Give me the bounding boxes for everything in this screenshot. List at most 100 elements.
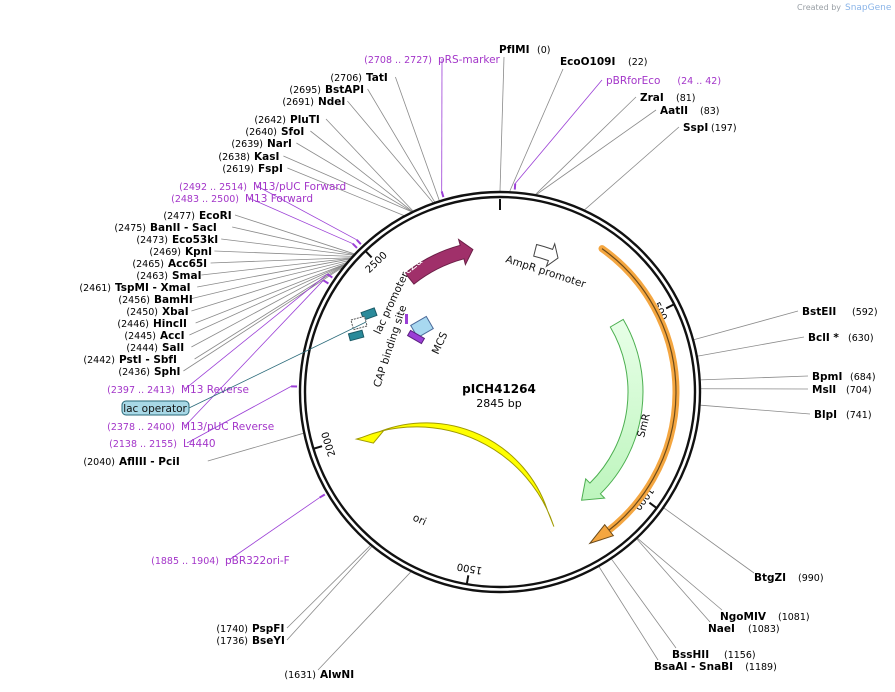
enzyme-name[interactable]: BpmI	[812, 371, 842, 383]
enzyme-name[interactable]: SmaI	[172, 270, 202, 282]
primer-name[interactable]: M13/pUC Reverse	[181, 421, 274, 433]
primer-name[interactable]: M13/pUC Forward	[253, 181, 346, 193]
cap-site-box[interactable]	[347, 329, 365, 342]
enzyme-name[interactable]: SphI	[154, 366, 180, 378]
enzyme-name[interactable]: BanII - SacI	[150, 222, 217, 234]
enzyme-position: (2638)	[218, 152, 250, 163]
primer-name[interactable]: pBRforEco	[606, 75, 660, 87]
enzyme-leader	[598, 566, 659, 661]
enzyme-position: (2691)	[282, 97, 314, 108]
enzyme-name[interactable]: NdeI	[318, 96, 345, 108]
enzyme-position: (81)	[676, 93, 696, 104]
enzyme-name[interactable]: SfoI	[281, 126, 304, 138]
features	[347, 238, 680, 545]
enzyme-name[interactable]: PfIMI	[499, 44, 530, 56]
enzyme-position: (1156)	[724, 650, 756, 661]
enzyme-name[interactable]: BstEII	[802, 306, 836, 318]
enzyme-name[interactable]: PspFI	[252, 623, 284, 635]
enzyme-name[interactable]: ZraI	[640, 92, 664, 104]
enzyme-name[interactable]: BstAPI	[325, 84, 364, 96]
lacza-feature[interactable]	[404, 238, 474, 285]
enzyme-leader	[197, 258, 350, 288]
enzyme-position: (592)	[852, 307, 878, 318]
primer-mark	[326, 273, 333, 279]
enzyme-position: (741)	[846, 410, 872, 421]
snapgene-logo: SnapGene	[845, 3, 892, 13]
enzyme-name[interactable]: AflIII - PciI	[119, 456, 180, 468]
enzyme-name[interactable]: KpnI	[185, 246, 212, 258]
enzyme-name[interactable]: XbaI	[162, 306, 189, 318]
enzyme-name[interactable]: SalI	[162, 342, 184, 354]
enzyme-name[interactable]: PluTI	[290, 114, 320, 126]
enzyme-position: (2619)	[222, 164, 254, 175]
lac-operator-badge-label: lac operator	[123, 403, 187, 415]
primer-leader	[184, 280, 324, 427]
enzyme-name[interactable]: PstI - SbfI	[119, 354, 177, 366]
enzyme-name[interactable]: Eco53kI	[172, 234, 218, 246]
primer-name[interactable]: pBR322ori-F	[225, 555, 290, 567]
enzyme-leader	[611, 558, 677, 649]
enzyme-name[interactable]: EcoO109I	[560, 56, 615, 68]
enzyme-leader	[325, 118, 414, 212]
enzyme-leader	[317, 571, 411, 671]
enzyme-name[interactable]: AlwNI	[320, 669, 354, 681]
primer-range: (2708 .. 2727)	[364, 55, 432, 66]
enzyme-name[interactable]: BlpI	[814, 409, 837, 421]
enzyme-position: (2456)	[118, 295, 150, 306]
enzyme-leader	[286, 546, 372, 641]
enzyme-name[interactable]: TspMI - XmaI	[115, 282, 191, 294]
enzyme-name[interactable]: BssHII	[672, 649, 709, 661]
enzyme-leader	[283, 155, 412, 213]
primer-leader	[248, 197, 353, 245]
scale-tick	[648, 501, 658, 509]
enzyme-name[interactable]: NarI	[267, 138, 292, 150]
enzyme-position: (684)	[850, 372, 876, 383]
mcs-label: MCS	[430, 330, 451, 356]
enzyme-position: (1631)	[284, 670, 316, 681]
smr-feature[interactable]	[580, 318, 644, 501]
enzyme-name[interactable]: AatII	[660, 105, 688, 117]
enzyme-name[interactable]: MslI	[812, 384, 836, 396]
enzyme-position: (1083)	[748, 624, 780, 635]
enzyme-name[interactable]: EcoRI	[199, 210, 232, 222]
backbone-inner	[303, 195, 697, 589]
enzyme-name[interactable]: Acc65I	[168, 258, 207, 270]
enzyme-name[interactable]: FspI	[258, 163, 283, 175]
smr-label: SmR	[635, 412, 652, 438]
enzyme-name[interactable]: BclI *	[808, 332, 839, 344]
enzyme-leader	[310, 130, 413, 212]
enzyme-leader	[201, 257, 350, 276]
enzyme-name[interactable]: BamHI	[154, 294, 193, 306]
enzyme-name[interactable]: AccI	[160, 330, 184, 342]
enzyme-name[interactable]: HincII	[153, 318, 187, 330]
enzyme-name[interactable]: BsaAI - SnaBI	[654, 661, 733, 673]
lac-operator-box[interactable]	[350, 315, 368, 331]
enzyme-name[interactable]: SspI	[683, 122, 708, 134]
enzyme-position: (2040)	[83, 457, 115, 468]
ampr-promoter-feature[interactable]	[533, 242, 559, 268]
ori-feature[interactable]	[354, 422, 555, 527]
enzyme-leader	[700, 404, 811, 415]
primer-name[interactable]: L4440	[183, 438, 216, 450]
enzyme-name[interactable]: NgoMIV	[720, 611, 767, 623]
enzyme-position: (2642)	[254, 115, 286, 126]
enzyme-position: (2477)	[163, 211, 195, 222]
enzyme-name[interactable]: BtgZI	[754, 572, 786, 584]
mcs-box[interactable]	[410, 315, 434, 339]
enzyme-name[interactable]: NaeI	[708, 623, 735, 635]
primer-labels: pRS-marker(2708 .. 2727)pBRforEco(24 .. …	[107, 54, 721, 567]
scale-tick	[665, 303, 675, 310]
enzyme-leader	[637, 538, 723, 611]
primer-range: (2483 .. 2500)	[171, 194, 239, 205]
enzyme-position: (2463)	[136, 271, 168, 282]
primer-name[interactable]: M13 Forward	[245, 193, 313, 205]
enzyme-name[interactable]: TatI	[366, 72, 388, 84]
enzyme-name[interactable]: KasI	[254, 151, 279, 163]
enzyme-position: (1081)	[778, 612, 810, 623]
enzyme-position: (2450)	[126, 307, 158, 318]
enzyme-leader	[535, 96, 637, 195]
plasmid-name: pICH41264	[462, 382, 536, 396]
primer-name[interactable]: pRS-marker	[438, 54, 501, 66]
enzyme-position: (2436)	[118, 367, 150, 378]
enzyme-name[interactable]: BseYI	[252, 635, 285, 647]
